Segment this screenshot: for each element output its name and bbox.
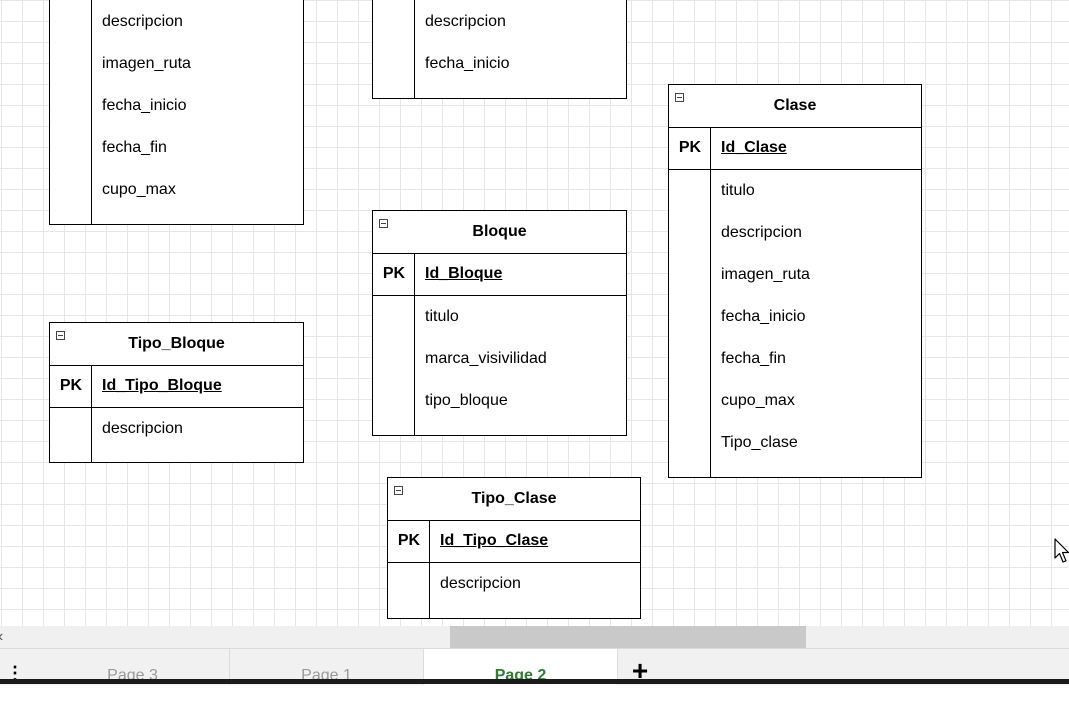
pk-field-name[interactable]: Id_Tipo_Clase — [440, 532, 549, 549]
table-header[interactable]: Bloque — [373, 211, 626, 254]
column-separator — [414, 253, 415, 435]
pk-label: PK — [678, 139, 702, 156]
field-fecha-fin[interactable]: fecha_fin — [721, 350, 786, 367]
table-title: Tipo_Bloque — [128, 335, 225, 352]
pages-menu-icon[interactable]: ⋮ — [6, 663, 24, 683]
field-fecha-fin[interactable]: fecha_fin — [102, 139, 167, 156]
field-cupo-max[interactable]: cupo_max — [102, 181, 176, 198]
scroll-left-arrow-icon[interactable]: ‹ — [0, 626, 3, 648]
table-title: Tipo_Clase — [471, 490, 557, 507]
primary-key-row[interactable]: PK Id_Bloque — [373, 253, 626, 296]
entity-table-top-middle[interactable]: descripcion fecha_inicio — [372, 0, 627, 99]
primary-key-row[interactable]: PK Id_Tipo_Bloque — [50, 365, 303, 408]
entity-table-bloque[interactable]: Bloque PK Id_Bloque titulo marca_visivil… — [372, 210, 627, 436]
field-imagen-ruta[interactable]: imagen_ruta — [102, 55, 191, 72]
field-titulo[interactable]: titulo — [425, 308, 459, 325]
pk-label: PK — [59, 377, 83, 394]
field-descripcion[interactable]: descripcion — [425, 13, 506, 30]
field-descripcion[interactable]: descripcion — [440, 575, 521, 592]
pk-label: PK — [397, 532, 421, 549]
scrollbar-thumb[interactable] — [450, 626, 806, 648]
primary-key-row[interactable]: PK Id_Tipo_Clase — [388, 520, 640, 563]
column-separator — [429, 520, 430, 618]
pk-field-name[interactable]: Id_Bloque — [425, 265, 503, 282]
mouse-pointer-icon — [1054, 538, 1069, 563]
window-bottom-edge — [0, 679, 1069, 684]
table-header[interactable]: Clase — [669, 85, 921, 128]
entity-table-tipo-clase[interactable]: Tipo_Clase PK Id_Tipo_Clase descripcion — [387, 477, 641, 619]
table-title: Clase — [773, 97, 817, 114]
field-descripcion[interactable]: descripcion — [102, 13, 183, 30]
field-fecha-inicio[interactable]: fecha_inicio — [102, 97, 187, 114]
field-descripcion[interactable]: descripcion — [721, 224, 802, 241]
field-cupo-max[interactable]: cupo_max — [721, 392, 795, 409]
field-fecha-inicio[interactable]: fecha_inicio — [721, 308, 806, 325]
table-header[interactable]: Tipo_Clase — [388, 478, 640, 521]
field-marca-visivilidad[interactable]: marca_visivilidad — [425, 350, 547, 367]
table-title: Bloque — [472, 223, 527, 240]
field-tipo-bloque[interactable]: tipo_bloque — [425, 392, 508, 409]
collapse-icon[interactable] — [379, 219, 388, 228]
field-imagen-ruta[interactable]: imagen_ruta — [721, 266, 810, 283]
collapse-icon[interactable] — [675, 93, 684, 102]
column-separator — [91, 0, 92, 224]
entity-table-top-left[interactable]: descripcion imagen_ruta fecha_inicio fec… — [49, 0, 304, 225]
entity-table-tipo-bloque[interactable]: Tipo_Bloque PK Id_Tipo_Bloque descripcio… — [49, 322, 304, 463]
primary-key-row[interactable]: PK Id_Clase — [669, 127, 921, 170]
field-fecha-inicio[interactable]: fecha_inicio — [425, 55, 510, 72]
field-tipo-clase[interactable]: Tipo_clase — [721, 434, 798, 451]
column-separator — [414, 0, 415, 98]
collapse-icon[interactable] — [394, 486, 403, 495]
pk-field-name[interactable]: Id_Tipo_Bloque — [102, 377, 222, 394]
page-tab-bar: ⋮ Page 3 Page 1 Page 2 + — [0, 648, 1069, 685]
table-header[interactable]: Tipo_Bloque — [50, 323, 303, 366]
field-descripcion[interactable]: descripcion — [102, 420, 183, 437]
add-page-button[interactable]: + — [631, 655, 649, 686]
column-separator — [710, 127, 711, 477]
collapse-icon[interactable] — [56, 331, 65, 340]
diagram-canvas[interactable]: descripcion imagen_ruta fecha_inicio fec… — [0, 0, 1069, 626]
pk-label: PK — [382, 265, 406, 282]
pk-field-name[interactable]: Id_Clase — [721, 139, 787, 156]
horizontal-scrollbar[interactable]: ‹ — [0, 626, 1069, 648]
field-titulo[interactable]: titulo — [721, 182, 755, 199]
column-separator — [91, 365, 92, 462]
entity-table-clase[interactable]: Clase PK Id_Clase titulo descripcion ima… — [668, 84, 922, 478]
